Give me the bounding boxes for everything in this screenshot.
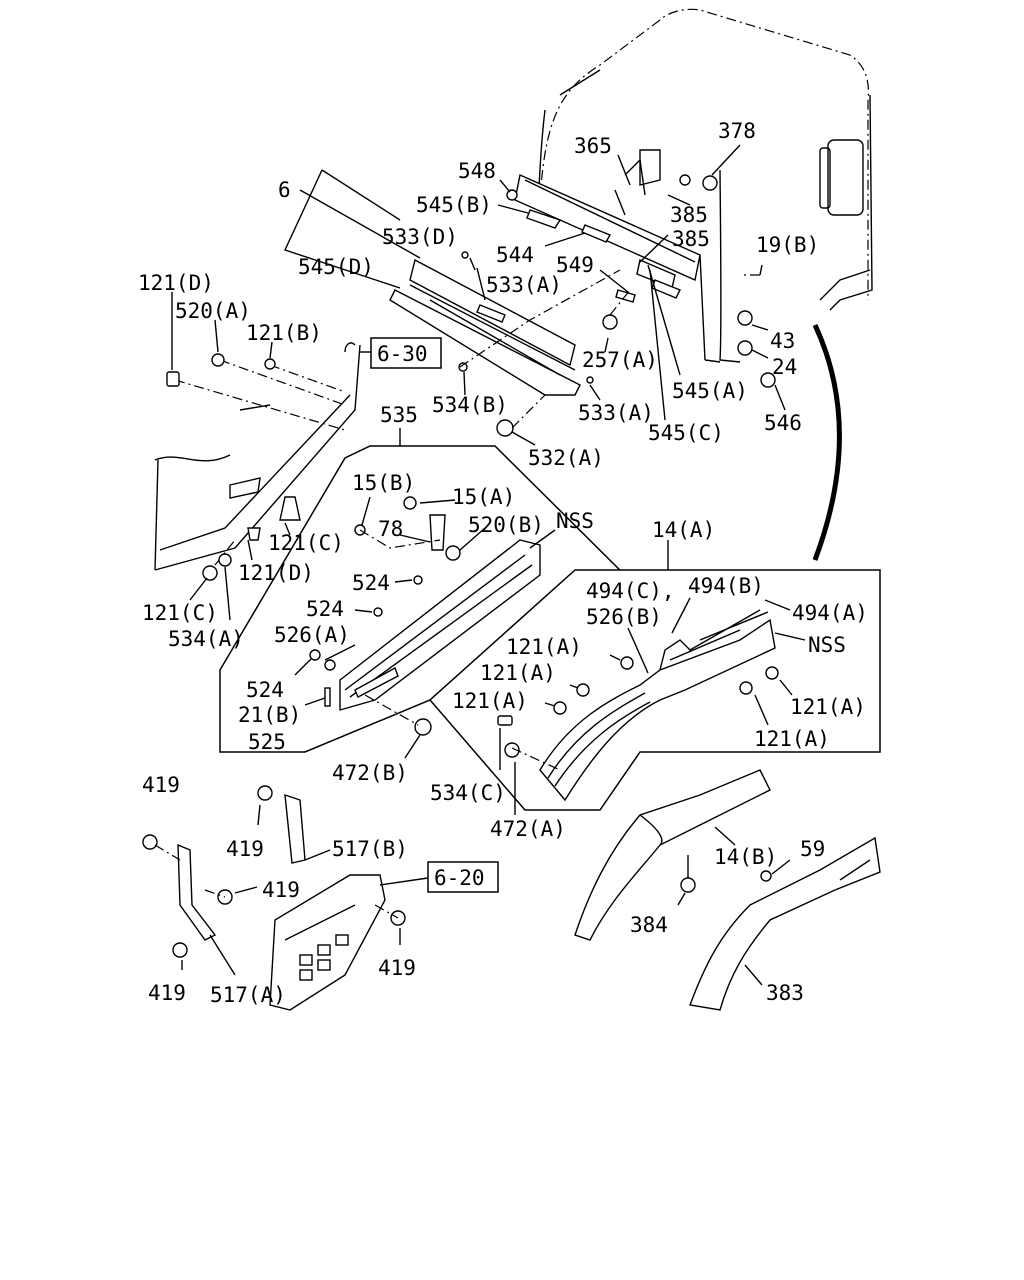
mudguard-14b	[574, 769, 881, 1011]
callout-257a: 257(A)	[582, 348, 658, 372]
callout-545a: 545(A)	[672, 379, 748, 403]
callout-544: 544	[496, 243, 534, 267]
callout-524-c: 524	[246, 678, 284, 702]
callout-121a-5: 121(A)	[754, 727, 830, 751]
callout-121a-1: 121(A)	[506, 635, 582, 659]
leaders-top	[284, 144, 786, 446]
callout-533a-mid: 533(A)	[578, 401, 654, 425]
callout-534a: 534(A)	[168, 627, 244, 651]
callout-419-4: 419	[378, 956, 416, 980]
callout-545b: 545(B)	[416, 193, 492, 217]
callout-549: 549	[556, 253, 594, 277]
callout-535: 535	[380, 403, 418, 427]
callout-548: 548	[458, 159, 496, 183]
callout-24: 24	[772, 355, 797, 379]
callout-526b: 526(B)	[586, 605, 662, 629]
callout-419-5: 419	[148, 981, 186, 1005]
callout-19b: 19(B)	[756, 233, 819, 257]
left-side-panel	[154, 292, 361, 621]
ref-label-6-30: 6-30	[377, 342, 428, 366]
upper-grille-assembly	[389, 149, 776, 437]
callout-526a: 526(A)	[274, 623, 350, 647]
callout-520a: 520(A)	[175, 299, 251, 323]
callout-121d-top: 121(D)	[138, 271, 214, 295]
callout-21b: 21(B)	[238, 703, 301, 727]
callout-383: 383	[766, 981, 804, 1005]
callout-121b: 121(B)	[246, 321, 322, 345]
callout-14a: 14(A)	[652, 518, 715, 542]
callout-121c-top: 121(C)	[268, 531, 344, 555]
callout-121c-low: 121(C)	[142, 601, 218, 625]
callout-520b: 520(B)	[468, 513, 544, 537]
callout-419-1: 419	[142, 773, 180, 797]
callout-524-a: 524	[352, 571, 390, 595]
box-14a	[428, 540, 881, 815]
callout-494a: 494(A)	[792, 601, 868, 625]
callout-524-b: 524	[306, 597, 344, 621]
callout-472b: 472(B)	[332, 761, 408, 785]
callout-494c: 494(C),	[586, 579, 675, 603]
callout-546: 546	[764, 411, 802, 435]
callout-15b: 15(B)	[352, 471, 415, 495]
ref-label-6-20: 6-20	[434, 866, 485, 890]
ref-box-6-20[interactable]: 6-20	[427, 861, 499, 893]
callout-labels: 378 365 548 6 545(B) 385 533(D) 544 385 …	[138, 119, 868, 1007]
callout-378: 378	[718, 119, 756, 143]
callout-121a-2: 121(A)	[480, 661, 556, 685]
callout-6: 6	[278, 178, 291, 202]
callout-59: 59	[800, 837, 825, 861]
callout-545c: 545(C)	[648, 421, 724, 445]
callout-nss-2: NSS	[808, 633, 846, 657]
callout-419-2: 419	[226, 837, 264, 861]
callout-494b: 494(B)	[688, 574, 764, 598]
callout-385-b: 385	[672, 227, 710, 251]
callout-385-a: 385	[670, 203, 708, 227]
callout-533a-top: 533(A)	[486, 273, 562, 297]
callout-472a: 472(A)	[490, 817, 566, 841]
ref-box-6-30[interactable]: 6-30	[370, 337, 442, 369]
callout-517b: 517(B)	[332, 837, 408, 861]
link-arc	[812, 323, 842, 561]
callout-121a-3: 121(A)	[452, 689, 528, 713]
callout-532a: 532(A)	[528, 446, 604, 470]
callout-15a: 15(A)	[452, 485, 515, 509]
callout-525: 525	[248, 730, 286, 754]
callout-121a-4: 121(A)	[790, 695, 866, 719]
step-assembly	[142, 785, 429, 1011]
callout-78: 78	[378, 517, 403, 541]
callout-517a: 517(A)	[210, 983, 286, 1007]
callout-121d-mid: 121(D)	[238, 561, 314, 585]
callout-533d: 533(D)	[382, 225, 458, 249]
callout-365: 365	[574, 134, 612, 158]
callout-419-3: 419	[262, 878, 300, 902]
callout-384: 384	[630, 913, 668, 937]
callout-534c: 534(C)	[430, 781, 506, 805]
callout-43: 43	[770, 329, 795, 353]
callout-nss-1: NSS	[556, 509, 594, 533]
callout-14b: 14(B)	[714, 845, 777, 869]
callout-534b: 534(B)	[432, 393, 508, 417]
callout-545d: 545(D)	[298, 255, 374, 279]
cab-outline	[537, 8, 873, 363]
